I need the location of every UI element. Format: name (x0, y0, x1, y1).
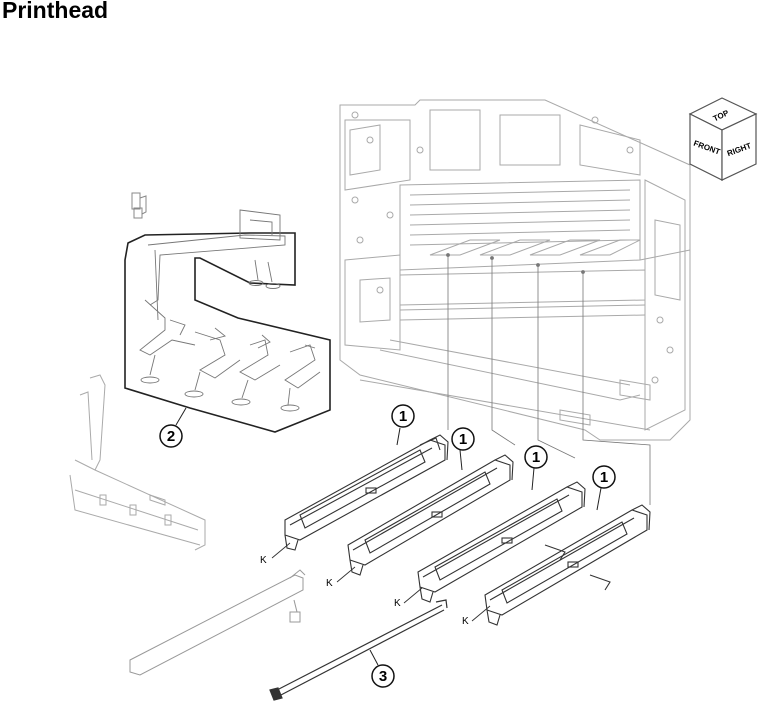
svg-text:1: 1 (459, 431, 467, 448)
svg-text:1: 1 (399, 408, 407, 425)
svg-text:3: 3 (379, 668, 387, 685)
printer-frame (339, 99, 691, 441)
svg-text:2: 2 (167, 428, 175, 445)
k-label-c: K (394, 598, 401, 609)
callout-2-leader (175, 407, 187, 426)
k-labels: K K K K (260, 555, 469, 627)
callout-2: 2 (159, 424, 183, 448)
k-label-b: K (326, 578, 333, 589)
svg-text:1: 1 (600, 469, 608, 486)
printhead-assemblies (284, 434, 651, 626)
callout-3: 3 (371, 664, 395, 688)
k-leaders (271, 542, 491, 622)
k-label-d: K (462, 616, 469, 627)
callout-1b: 1 (451, 427, 475, 451)
leader-lines (446, 253, 651, 505)
callout-1-leaders (396, 427, 602, 511)
page-title: Printhead (2, 0, 109, 23)
cable-connector-part (131, 192, 147, 219)
svg-text:1: 1 (532, 449, 540, 466)
printhead-c (417, 481, 586, 603)
printhead-a (284, 434, 449, 551)
printhead-b (347, 454, 514, 576)
left-side-bracket (69, 374, 206, 551)
printhead-d (484, 504, 651, 626)
orientation-cube: TOP FRONT RIGHT (688, 97, 758, 181)
cleaning-bar (129, 569, 306, 676)
callout-circles: 1 1 1 1 2 3 (159, 404, 616, 688)
k-label-a: K (260, 555, 267, 566)
callout-1a: 1 (391, 404, 415, 428)
callout-1d: 1 (592, 465, 616, 489)
flex-cables (139, 209, 321, 412)
callout-3-leader (369, 649, 379, 666)
callout-1c: 1 (524, 445, 548, 469)
wand-tool (269, 599, 448, 701)
